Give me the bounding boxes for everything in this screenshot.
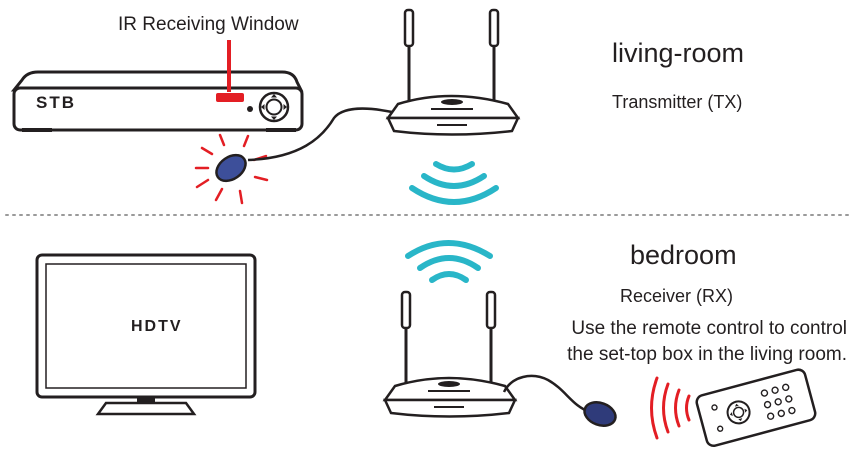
living-room-title: living-room bbox=[612, 38, 745, 68]
ir-signal-arcs-icon bbox=[650, 376, 691, 440]
ir-emitter-tx bbox=[215, 153, 247, 183]
hdtv bbox=[35, 253, 257, 416]
usage-note-line1: Use the remote control to control bbox=[571, 318, 847, 339]
emitter-cable-tx bbox=[247, 107, 393, 162]
emitter-cable-rx bbox=[502, 374, 591, 414]
receiver-label: Receiver (RX) bbox=[620, 286, 734, 306]
power-led bbox=[247, 106, 253, 112]
receiver-router bbox=[382, 290, 518, 418]
ir-emitter-rx bbox=[583, 401, 617, 427]
ir-receiving-window bbox=[216, 93, 244, 102]
remote-control bbox=[695, 368, 817, 448]
transmitter-label: Transmitter (TX) bbox=[612, 92, 743, 112]
usage-note-line2: the set-top box in the living room. bbox=[567, 344, 847, 365]
hdtv-label: HDTV bbox=[131, 318, 183, 335]
bedroom-title: bedroom bbox=[630, 240, 737, 270]
ir-burst-icon bbox=[194, 133, 269, 205]
stb-label: STB bbox=[36, 93, 76, 112]
ir-window-label: IR Receiving Window bbox=[118, 14, 299, 35]
wifi-waves-down-icon bbox=[409, 161, 499, 205]
wifi-waves-up-icon bbox=[405, 240, 493, 283]
navigation-pad-icon bbox=[258, 91, 290, 123]
transmitter-router bbox=[385, 8, 521, 136]
